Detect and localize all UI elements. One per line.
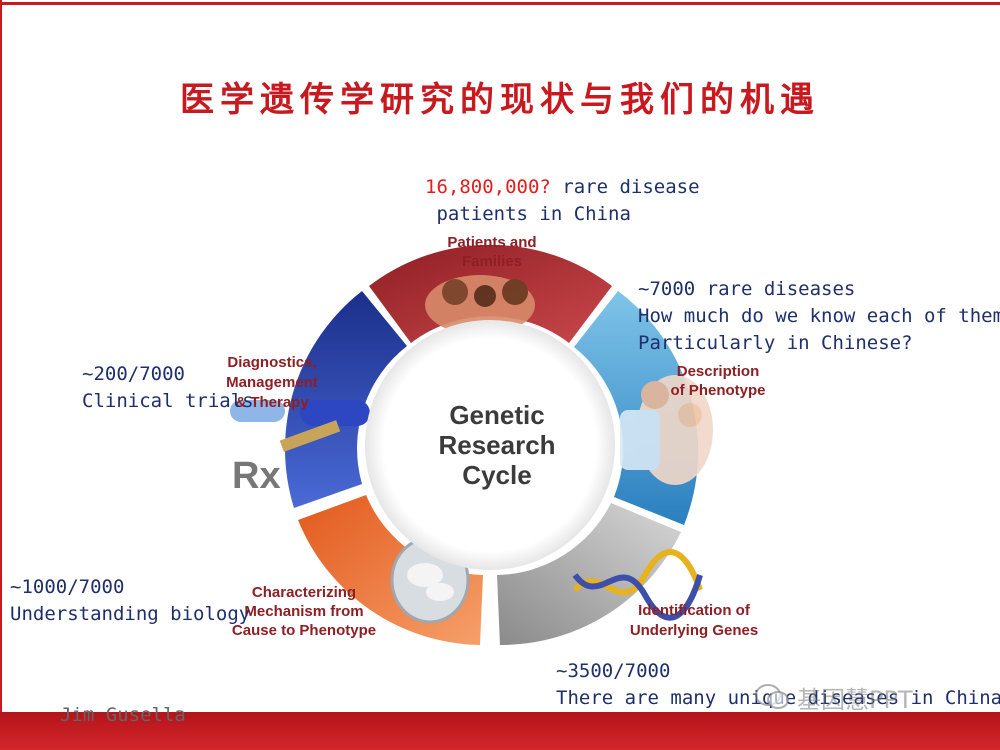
dna-helix-image (572, 549, 703, 621)
doctor-child-photo (620, 375, 713, 485)
footer-bar (0, 712, 1000, 750)
stage-phenotype-line2: of Phenotype (670, 382, 765, 399)
stage-therapy-line1: Diagnostics, (227, 354, 316, 371)
stage-mechanism-line2: Mechanism from (244, 603, 363, 620)
slide-title: 医学遗传学研究的现状与我们的机遇 (180, 80, 820, 120)
phenotype-line2: How much do we know each of them? (638, 305, 1000, 327)
cycle-center-line3: Cycle (462, 460, 531, 490)
cycle-center-line1: Genetic (449, 400, 544, 430)
watermark: 基因慧PPT (755, 680, 1000, 714)
family-photo (425, 275, 535, 335)
slide-author: Jim Gusella (60, 704, 186, 726)
phenotype-line1: ~7000 rare diseases (638, 278, 856, 300)
wechat-icon (755, 684, 789, 709)
left-border (0, 0, 2, 750)
stage-patients-line1: Patients and (447, 234, 536, 251)
cycle-center-line2: Research (438, 430, 555, 460)
stage-therapy-line3: & Therapy (235, 394, 309, 411)
rx-symbol: Rx (232, 455, 281, 497)
annotation-patients: 16,800,000? rare disease patients in Chi… (425, 174, 700, 228)
mechanism-line1: ~1000/7000 (10, 576, 125, 598)
patients-line1-rest: rare disease (550, 176, 700, 198)
stage-therapy-line2: Management (226, 374, 318, 391)
cycle-center-circle (365, 320, 615, 570)
genes-line1: ~3500/7000 (556, 660, 671, 682)
stage-mechanism-line3: Cause to Phenotype (232, 622, 376, 639)
watermark-text: 基因慧PPT (797, 685, 913, 714)
pills-capsule-image (230, 400, 370, 452)
stage-mechanism-line1: Characterizing (252, 584, 356, 601)
patients-line2: patients in China (425, 203, 631, 225)
segment-genes (497, 503, 681, 646)
stage-genes-line2: Underlying Genes (630, 622, 758, 639)
therapy-line2: Clinical trials (82, 390, 254, 412)
segment-therapy (285, 291, 407, 508)
stage-genes-line1: Identification of (638, 602, 751, 619)
therapy-line1: ~200/7000 (82, 363, 185, 385)
phenotype-line3: Particularly in Chinese? (638, 332, 913, 354)
stage-phenotype-line1: Description (677, 363, 760, 380)
stage-patients-line2: Families (462, 253, 522, 270)
top-rule (0, 2, 1000, 5)
mechanism-line2: Understanding biology (10, 603, 251, 625)
patients-count: 16,800,000? (425, 176, 551, 198)
